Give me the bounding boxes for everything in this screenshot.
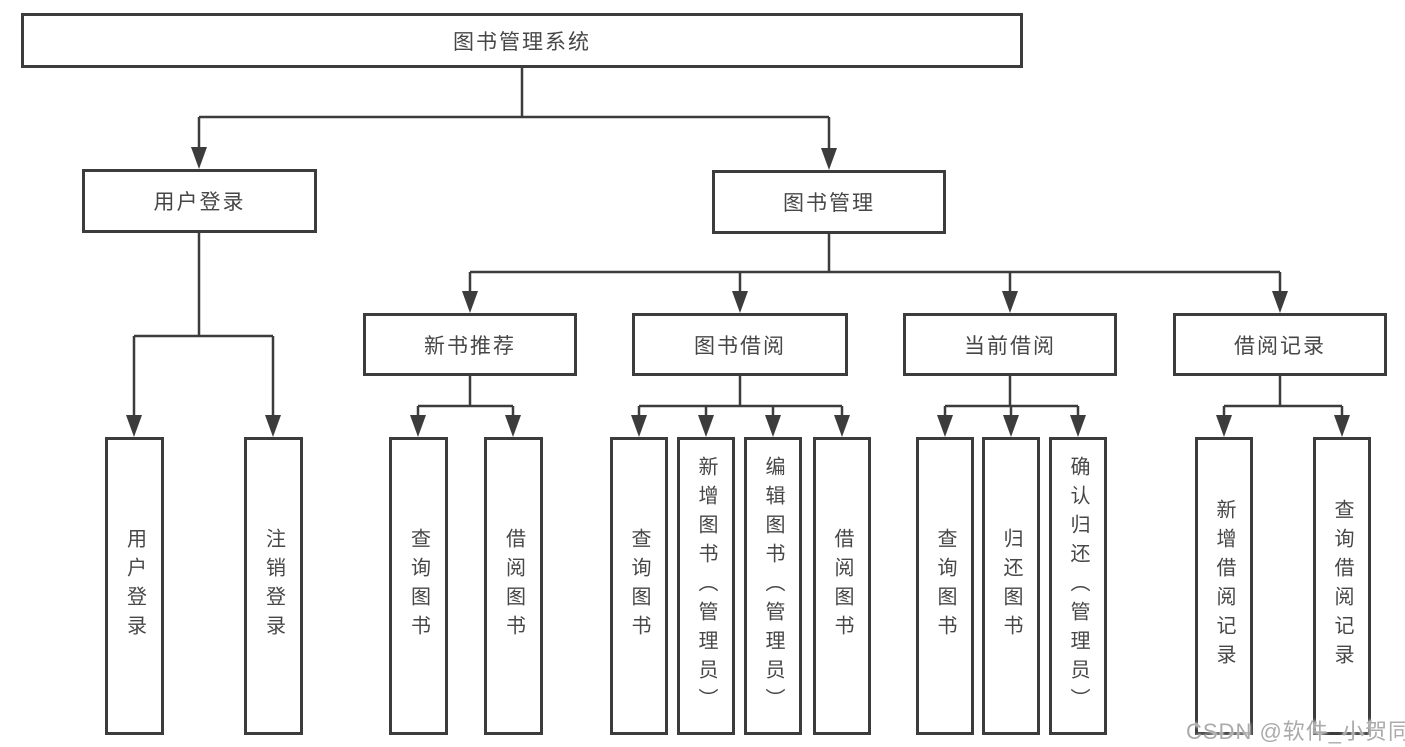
arrowhead [631, 415, 647, 437]
leaf-label: 注销登录 [262, 528, 285, 644]
leaf-label: 查询图书 [628, 528, 650, 644]
arrowhead [265, 415, 281, 437]
arrowhead [505, 415, 521, 437]
leaf-borrow-books-borrowing: 借阅图书 [813, 437, 871, 735]
arrowhead [1272, 291, 1288, 313]
node-book-management: 图书管理 [712, 170, 946, 234]
watermark: CSDN @软件_小贺同学 [1186, 719, 1405, 744]
arrowhead [698, 415, 714, 437]
arrowhead [462, 291, 478, 313]
arrowhead [1070, 415, 1086, 437]
node-label: 用户登录 [153, 191, 246, 214]
leaf-query-books-current: 查询图书 [916, 437, 974, 735]
leaf-confirm-return-admin: 确认归还（管理员） [1049, 437, 1107, 735]
leaf-add-borrow-record: 新增借阅记录 [1195, 437, 1253, 735]
leaf-query-borrow-record: 查询借阅记录 [1313, 437, 1371, 735]
leaf-query-books-recommend: 查询图书 [389, 437, 448, 735]
leaf-edit-book-admin: 编辑图书（管理员） [744, 437, 802, 735]
leaf-label: 查询图书 [934, 528, 956, 644]
arrowhead [834, 415, 850, 437]
node-user-login: 用户登录 [82, 169, 317, 233]
leaf-query-books-borrowing: 查询图书 [610, 437, 668, 735]
node-label: 当前借阅 [964, 334, 1056, 358]
arrowhead [732, 291, 748, 313]
node-borrowing-records: 借阅记录 [1173, 313, 1387, 376]
leaf-label: 新增借阅记录 [1213, 499, 1235, 673]
node-book-borrowing: 图书借阅 [632, 313, 848, 376]
arrowhead [765, 415, 781, 437]
node-current-borrowing: 当前借阅 [903, 313, 1117, 376]
leaf-label: 用户登录 [123, 528, 146, 644]
arrowhead [821, 148, 837, 170]
arrowhead [1003, 415, 1019, 437]
arrowhead [191, 147, 207, 169]
leaf-label: 编辑图书（管理员） [762, 455, 784, 717]
arrowhead [1002, 291, 1018, 313]
node-label: 图书管理 [783, 192, 875, 215]
leaf-add-book-admin: 新增图书（管理员） [677, 437, 735, 735]
arrowhead [937, 415, 953, 437]
node-label: 借阅记录 [1234, 334, 1326, 358]
leaf-label: 归还图书 [1000, 528, 1022, 644]
arrowhead [410, 415, 426, 437]
leaf-label: 新增图书（管理员） [695, 455, 717, 717]
leaf-label: 查询借阅记录 [1331, 499, 1353, 673]
leaf-label: 确认归还（管理员） [1067, 455, 1089, 717]
node-new-book-recommendation: 新书推荐 [363, 313, 577, 376]
node-label: 图书管理系统 [453, 30, 591, 54]
connector-lines [132, 68, 1344, 420]
leaf-return-book: 归还图书 [982, 437, 1040, 735]
leaf-user-login: 用户登录 [105, 437, 164, 735]
leaf-logout: 注销登录 [244, 437, 303, 735]
leaf-borrow-books-recommend: 借阅图书 [484, 437, 543, 735]
leaf-label: 查询图书 [407, 528, 430, 644]
arrowhead [1334, 415, 1350, 437]
leaf-label: 借阅图书 [831, 528, 853, 644]
node-label: 图书借阅 [694, 334, 786, 358]
node-label: 新书推荐 [424, 334, 516, 358]
arrowhead [1216, 415, 1232, 437]
node-library-management-system: 图书管理系统 [21, 13, 1023, 68]
arrowhead [126, 415, 142, 437]
leaf-label: 借阅图书 [502, 528, 525, 644]
